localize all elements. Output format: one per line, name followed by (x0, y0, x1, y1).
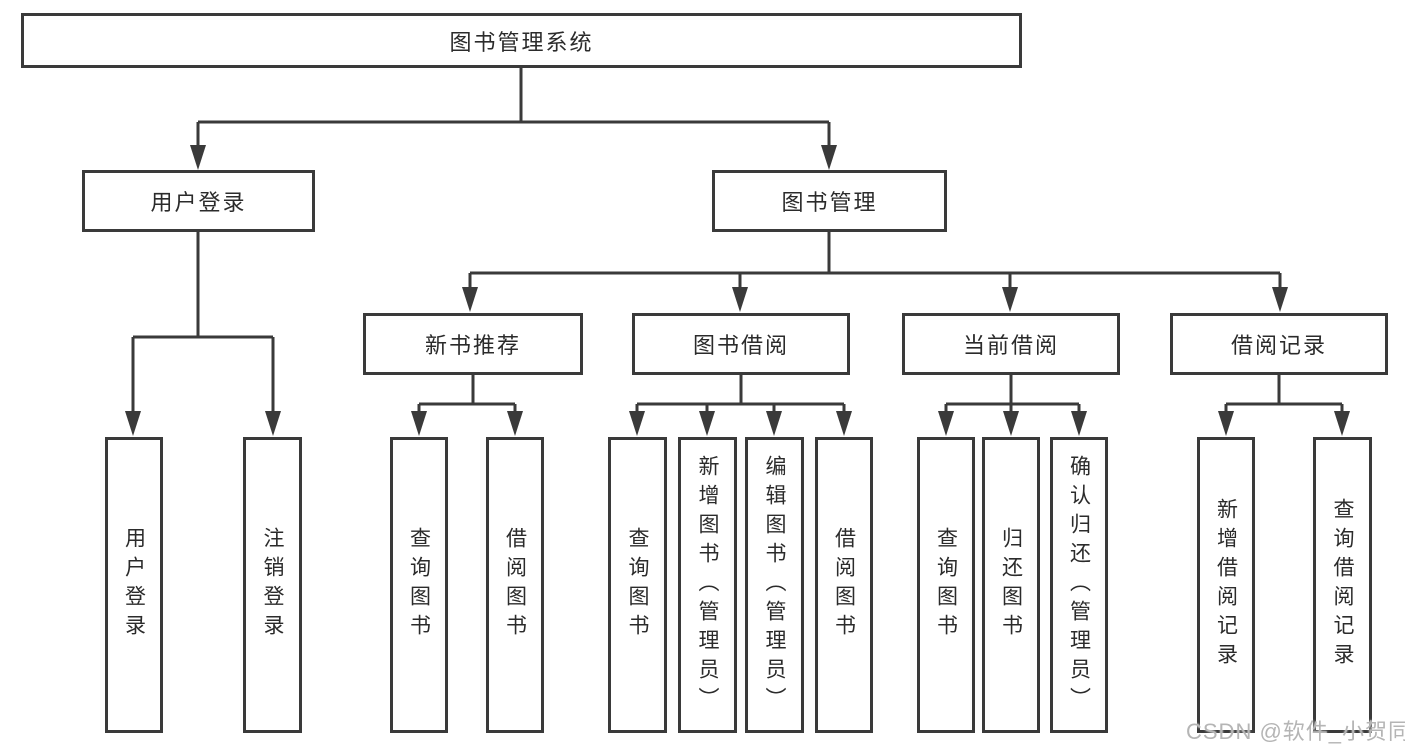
node-new-book-recommend: 新书推荐 (363, 313, 583, 375)
leaf-newbooks-query-books: 查询图书 (390, 437, 448, 733)
arrowheads (125, 145, 1350, 436)
leaf-user-login-label: 用户登录 (122, 527, 146, 643)
leaf-current-return-books-label: 归还图书 (999, 527, 1023, 643)
csdn-watermark: CSDN @软件_小贺同学 (1186, 719, 1405, 744)
leaf-current-confirm-return-admin-label: 确认归还（管理员） (1067, 454, 1091, 716)
leaf-borrowing-edit-books-admin-label: 编辑图书（管理员） (763, 454, 786, 716)
node-root-label: 图书管理系统 (449, 29, 594, 55)
leaf-records-query-record: 查询借阅记录 (1313, 437, 1372, 733)
leaf-current-return-books: 归还图书 (982, 437, 1040, 733)
node-book-management-label: 图书管理 (781, 190, 878, 215)
node-book-management: 图书管理 (712, 170, 947, 232)
leaf-borrowing-query-books: 查询图书 (608, 437, 667, 733)
node-borrow-records: 借阅记录 (1170, 313, 1388, 375)
node-book-borrowing: 图书借阅 (632, 313, 850, 375)
leaf-current-query-books-label: 查询图书 (934, 527, 958, 643)
node-current-borrowing: 当前借阅 (902, 313, 1120, 375)
leaf-borrowing-borrow-books: 借阅图书 (815, 437, 873, 733)
leaf-newbooks-borrow-books-label: 借阅图书 (503, 527, 527, 643)
node-borrow-records-label: 借阅记录 (1230, 333, 1327, 358)
leaf-borrowing-edit-books-admin: 编辑图书（管理员） (745, 437, 804, 733)
leaf-current-query-books: 查询图书 (917, 437, 975, 733)
leaf-newbooks-borrow-books: 借阅图书 (486, 437, 544, 733)
leaf-borrowing-add-books-admin-label: 新增图书（管理员） (696, 454, 719, 716)
leaf-records-query-record-label: 查询借阅记录 (1331, 498, 1354, 672)
leaf-logout-label: 注销登录 (261, 527, 284, 643)
node-new-book-recommend-label: 新书推荐 (424, 333, 521, 358)
leaf-borrowing-query-books-label: 查询图书 (626, 527, 649, 643)
leaf-current-confirm-return-admin: 确认归还（管理员） (1050, 437, 1108, 733)
leaf-borrowing-borrow-books-label: 借阅图书 (832, 527, 856, 643)
leaf-records-add-record-label: 新增借阅记录 (1214, 498, 1238, 672)
node-user-login: 用户登录 (82, 170, 315, 232)
node-current-borrowing-label: 当前借阅 (962, 333, 1059, 358)
node-book-borrowing-label: 图书借阅 (692, 333, 789, 358)
leaf-logout: 注销登录 (243, 437, 302, 733)
leaf-user-login: 用户登录 (105, 437, 163, 733)
node-user-login-label: 用户登录 (150, 190, 247, 215)
leaf-borrowing-add-books-admin: 新增图书（管理员） (678, 437, 737, 733)
leaf-records-add-record: 新增借阅记录 (1197, 437, 1255, 733)
node-root-library-system: 图书管理系统 (21, 13, 1022, 68)
leaf-newbooks-query-books-label: 查询图书 (407, 527, 431, 643)
